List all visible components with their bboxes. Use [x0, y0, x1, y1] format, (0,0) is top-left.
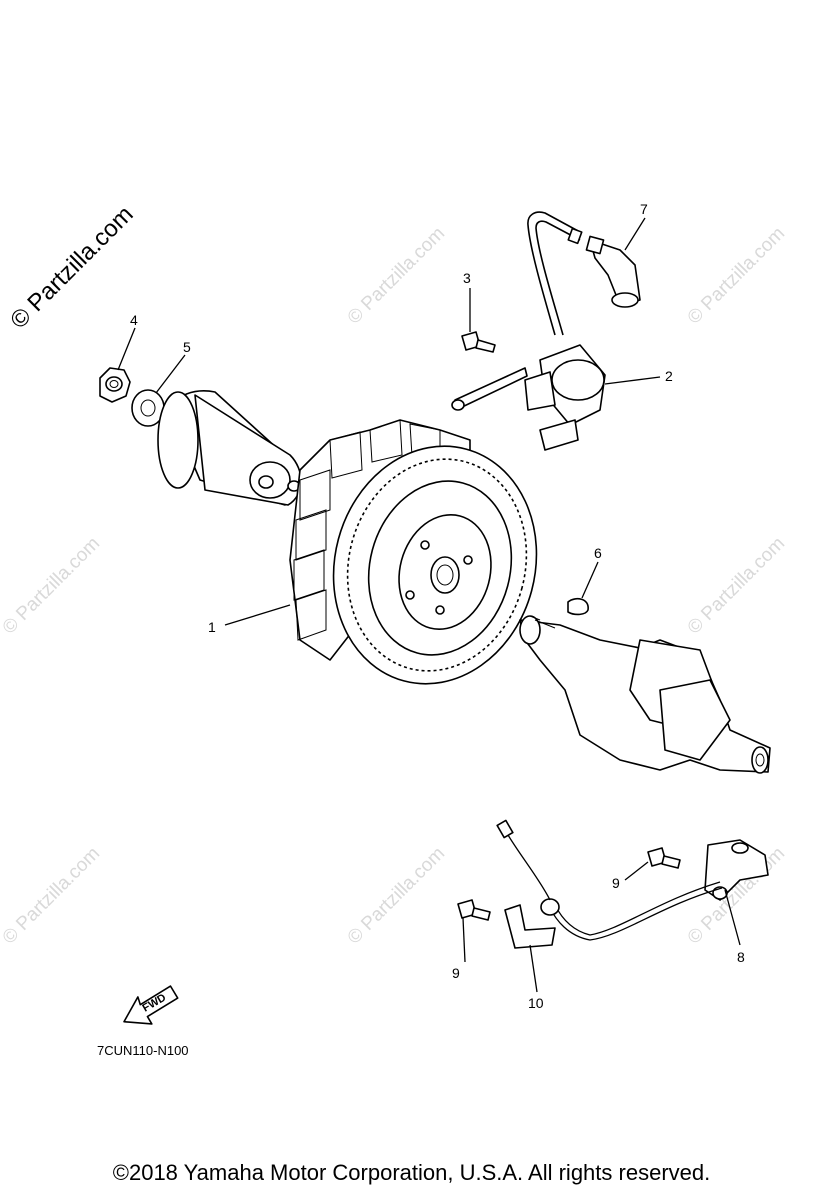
leader-lines [117, 217, 741, 993]
callout-6: 6 [594, 545, 602, 561]
callout-2: 2 [665, 368, 673, 384]
watermark-faint: © Partzilla.com [684, 533, 789, 638]
callout-4: 4 [130, 312, 138, 328]
nut-part [99, 367, 131, 403]
diagram-code: 7CUN110-N100 [97, 1043, 189, 1058]
callout-10: 10 [528, 995, 544, 1011]
bolt-lower-part [457, 847, 681, 921]
watermark-faint: © Partzilla.com [344, 223, 449, 328]
watermark-faint: © Partzilla.com [0, 533, 104, 638]
callout-9a: 9 [612, 875, 620, 891]
bracket-part [504, 904, 556, 949]
pickup-coil-part [496, 819, 769, 941]
callout-5: 5 [183, 339, 191, 355]
fwd-arrow: FWD [123, 985, 179, 1025]
bolt-part [451, 331, 528, 411]
callout-labels: 1 2 3 4 5 6 7 8 9 9 10 [130, 201, 745, 1011]
ignition-coil-part [524, 211, 606, 451]
woodruff-key-part [567, 597, 589, 616]
flywheel-part [289, 419, 538, 685]
watermark-faint: © Partzilla.com [0, 843, 104, 948]
watermark-faint: © Partzilla.com [684, 223, 789, 328]
callout-8: 8 [737, 949, 745, 965]
callout-9b: 9 [452, 965, 460, 981]
watermark-faint: © Partzilla.com [344, 843, 449, 948]
starter-cylinder-part [157, 390, 302, 506]
spark-plug-cap-part [585, 235, 641, 308]
copyright-notice: ©2018 Yamaha Motor Corporation, U.S.A. A… [112, 1160, 711, 1185]
callout-7: 7 [640, 201, 648, 217]
watermark-main: © Partzilla.com [5, 201, 138, 334]
crankshaft-part [519, 615, 771, 774]
callout-1: 1 [208, 619, 216, 635]
callout-3: 3 [463, 270, 471, 286]
